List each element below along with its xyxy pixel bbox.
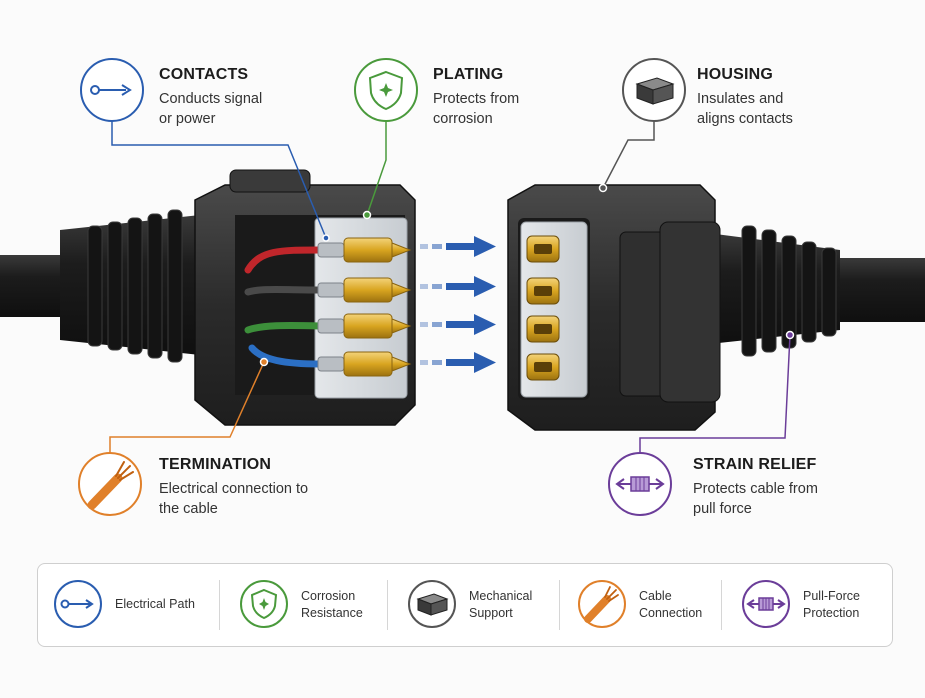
legend: Electrical Path Corrosion Resistance Mec…: [37, 563, 893, 647]
right-housing: [507, 184, 721, 431]
callout-plating: PLATING Protects from corrosion: [433, 66, 673, 129]
right-strain-relief: [741, 225, 837, 357]
housing-title: HOUSING: [697, 66, 774, 83]
legend-divider: [219, 580, 220, 630]
left-strain-relief: [87, 209, 183, 363]
termination-title: TERMINATION: [159, 456, 272, 473]
housing-desc: Insulates and aligns contacts: [697, 91, 793, 127]
callout-contacts: CONTACTS Conducts signal or power: [159, 66, 399, 129]
leader-lines: [109, 121, 795, 453]
signal-arrows: [420, 236, 496, 373]
pull-force-icon: [608, 452, 672, 516]
legend-label: Pull-Force Protection: [803, 588, 860, 620]
block-icon: [622, 58, 686, 122]
contacts-title: CONTACTS: [159, 66, 249, 83]
legend-label: Cable Connection: [639, 588, 703, 620]
shield-icon: [240, 580, 288, 628]
pull-force-icon: [742, 580, 790, 628]
stranded-wire-icon: [78, 452, 142, 516]
stranded-wire-icon: [578, 580, 626, 628]
socket-contacts: [526, 235, 560, 381]
right-cable: [700, 225, 925, 357]
contacts-icon: [80, 58, 144, 122]
legend-label: Mechanical Support: [469, 588, 533, 620]
strain-relief-title: STRAIN RELIEF: [693, 456, 817, 473]
plating-title: PLATING: [433, 66, 504, 83]
left-cable: [0, 209, 200, 363]
block-icon: [408, 580, 456, 628]
legend-divider: [559, 580, 560, 630]
wires: [244, 246, 324, 368]
callout-strain-relief: STRAIN RELIEF Protects cable from pull f…: [693, 456, 925, 519]
left-contacts: [317, 237, 412, 377]
callout-termination: TERMINATION Electrical connection to the…: [159, 456, 399, 519]
arrow-path-icon: [54, 580, 102, 628]
legend-label: Corrosion Resistance: [301, 588, 363, 620]
legend-divider: [721, 580, 722, 630]
plating-desc: Protects from corrosion: [433, 91, 520, 127]
legend-divider: [387, 580, 388, 630]
left-housing: [194, 169, 416, 426]
shield-icon: [354, 58, 418, 122]
termination-desc: Electrical connection to the cable: [159, 481, 309, 517]
strain-relief-desc: Protects cable from pull force: [693, 481, 818, 517]
callout-housing: HOUSING Insulates and aligns contacts: [697, 66, 925, 129]
legend-label: Electrical Path: [115, 597, 195, 611]
contacts-desc: Conducts signal or power: [159, 91, 263, 127]
